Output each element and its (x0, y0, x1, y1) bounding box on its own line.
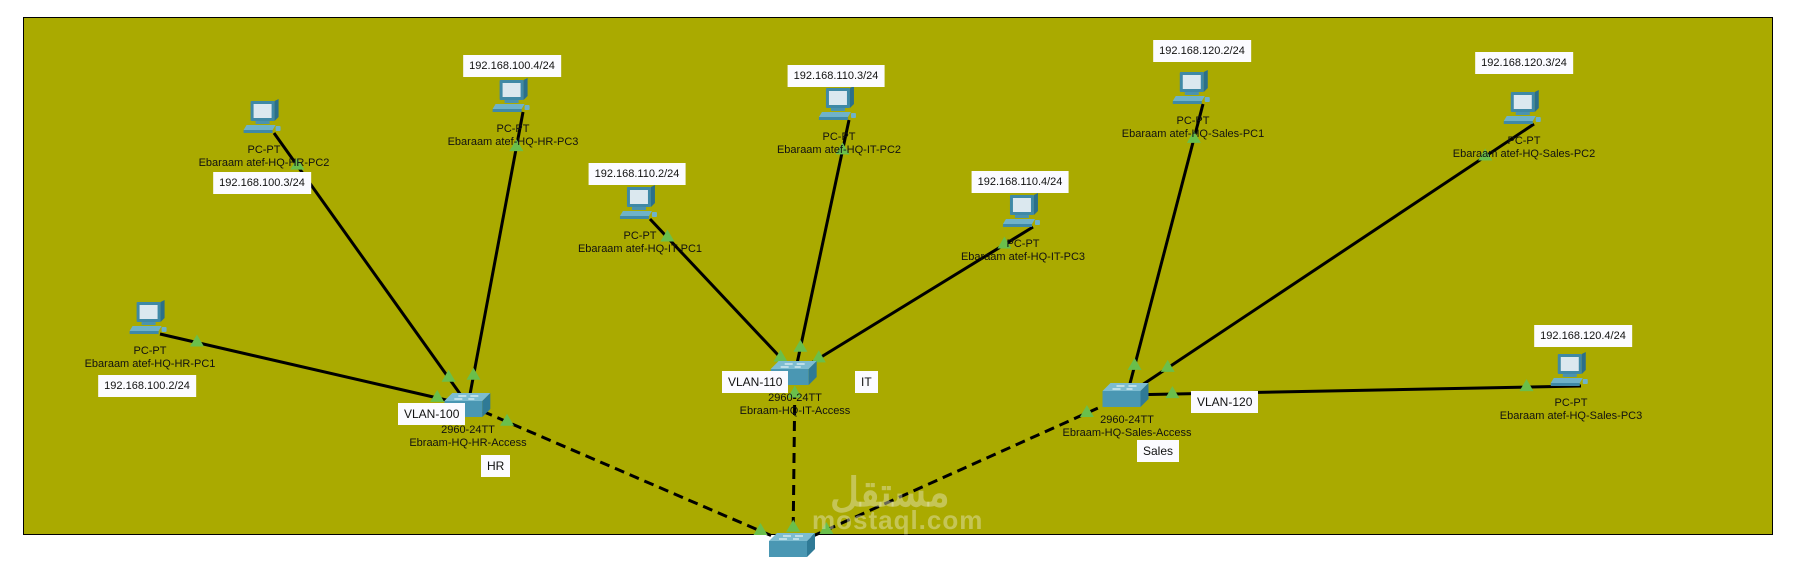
device-model: 2960-24TT (1100, 414, 1154, 426)
ip-address-note[interactable]: 192.168.100.3/24 (213, 172, 311, 194)
device-hostname: Ebaraam atef-HQ-Sales-PC1 (1121, 128, 1265, 140)
device-hostname: Ebaraam atef-HQ-IT-PC3 (960, 251, 1086, 263)
pc-device[interactable]: PC-PT Ebaraam atef-HQ-HR-PC2 (198, 99, 330, 170)
pc-device[interactable]: PC-PT Ebaraam atef-HQ-Sales-PC2 (1453, 90, 1595, 161)
pc-device[interactable]: PC-PT Ebaraam atef-HQ-IT-PC3 (961, 193, 1085, 264)
pc-icon[interactable] (578, 185, 702, 230)
pc-icon[interactable] (85, 300, 216, 345)
pc-device[interactable]: PC-PT Ebaraam atef-HQ-Sales-PC3 (1500, 352, 1642, 423)
device-model: PC-PT (247, 144, 281, 156)
ip-address-note[interactable]: 192.168.100.2/24 (98, 375, 196, 397)
pc-icon[interactable] (961, 193, 1085, 238)
pc-icon[interactable] (199, 99, 330, 144)
ip-address-note[interactable]: 192.168.100.4/24 (463, 55, 561, 77)
department-note[interactable]: Sales (1137, 440, 1180, 462)
pc-icon[interactable] (777, 86, 901, 131)
ip-address-note[interactable]: 192.168.120.2/24 (1153, 40, 1251, 62)
ip-address-note[interactable]: 192.168.110.3/24 (787, 65, 885, 87)
switch-icon[interactable] (769, 531, 817, 564)
device-hostname: Ebaraam atef-HQ-IT-PC2 (776, 144, 902, 156)
switch-icon[interactable] (1063, 381, 1192, 414)
pc-icon[interactable] (1500, 352, 1642, 397)
ip-address-note[interactable]: 192.168.110.2/24 (588, 163, 686, 185)
device-hostname: Ebraam-HQ-Sales-Access (1062, 427, 1192, 439)
pc-icon[interactable] (1122, 70, 1264, 115)
device-hostname: Ebaraam atef-HQ-HR-PC1 (84, 358, 216, 370)
device-model: 2960-24TT (768, 392, 822, 404)
department-note[interactable]: IT (855, 371, 878, 393)
pc-device[interactable]: PC-PT Ebaraam atef-HQ-Sales-PC1 (1122, 70, 1264, 141)
watermark-arabic: مستقل (830, 471, 950, 515)
device-model: PC-PT (623, 230, 657, 242)
device-model: PC-PT (822, 131, 856, 143)
device-hostname: Ebaraam atef-HQ-HR-PC3 (447, 136, 579, 148)
device-model: PC-PT (1006, 238, 1040, 250)
vlan-note[interactable]: VLAN-100 (398, 403, 466, 425)
device-hostname: Ebraam-HQ-IT-Access (739, 405, 851, 417)
ip-address-note[interactable]: 192.168.120.4/24 (1534, 325, 1632, 347)
device-hostname: Ebaraam atef-HQ-HR-PC2 (198, 157, 330, 169)
pc-icon[interactable] (448, 78, 579, 123)
watermark-latin: mostaql.com (812, 505, 984, 535)
ip-address-note[interactable]: 192.168.120.3/24 (1475, 52, 1573, 74)
device-hostname: Ebraam-HQ-HR-Access (409, 437, 527, 449)
switch-device[interactable] (769, 531, 817, 564)
pc-device[interactable]: PC-PT Ebaraam atef-HQ-IT-PC2 (777, 86, 901, 157)
device-hostname: Ebaraam atef-HQ-IT-PC1 (577, 243, 703, 255)
device-model: PC-PT (1507, 135, 1541, 147)
vlan-note[interactable]: VLAN-110 (722, 371, 789, 393)
device-model: PC-PT (1176, 115, 1210, 127)
device-model: PC-PT (133, 345, 167, 357)
department-note[interactable]: HR (481, 455, 511, 477)
device-hostname: Ebaraam atef-HQ-Sales-PC3 (1499, 410, 1643, 422)
vlan-note[interactable]: VLAN-120 (1191, 391, 1259, 413)
pc-device[interactable]: PC-PT Ebaraam atef-HQ-HR-PC1 (84, 300, 216, 371)
pc-device[interactable]: PC-PT Ebaraam atef-HQ-HR-PC3 (447, 78, 579, 149)
device-model: PC-PT (1554, 397, 1588, 409)
pc-device[interactable]: PC-PT Ebaraam atef-HQ-IT-PC1 (578, 185, 702, 256)
pc-icon[interactable] (1453, 90, 1595, 135)
ip-address-note[interactable]: 192.168.110.4/24 (971, 171, 1069, 193)
device-model: 2960-24TT (441, 424, 495, 436)
device-model: PC-PT (496, 123, 530, 135)
device-hostname: Ebaraam atef-HQ-Sales-PC2 (1452, 148, 1596, 160)
